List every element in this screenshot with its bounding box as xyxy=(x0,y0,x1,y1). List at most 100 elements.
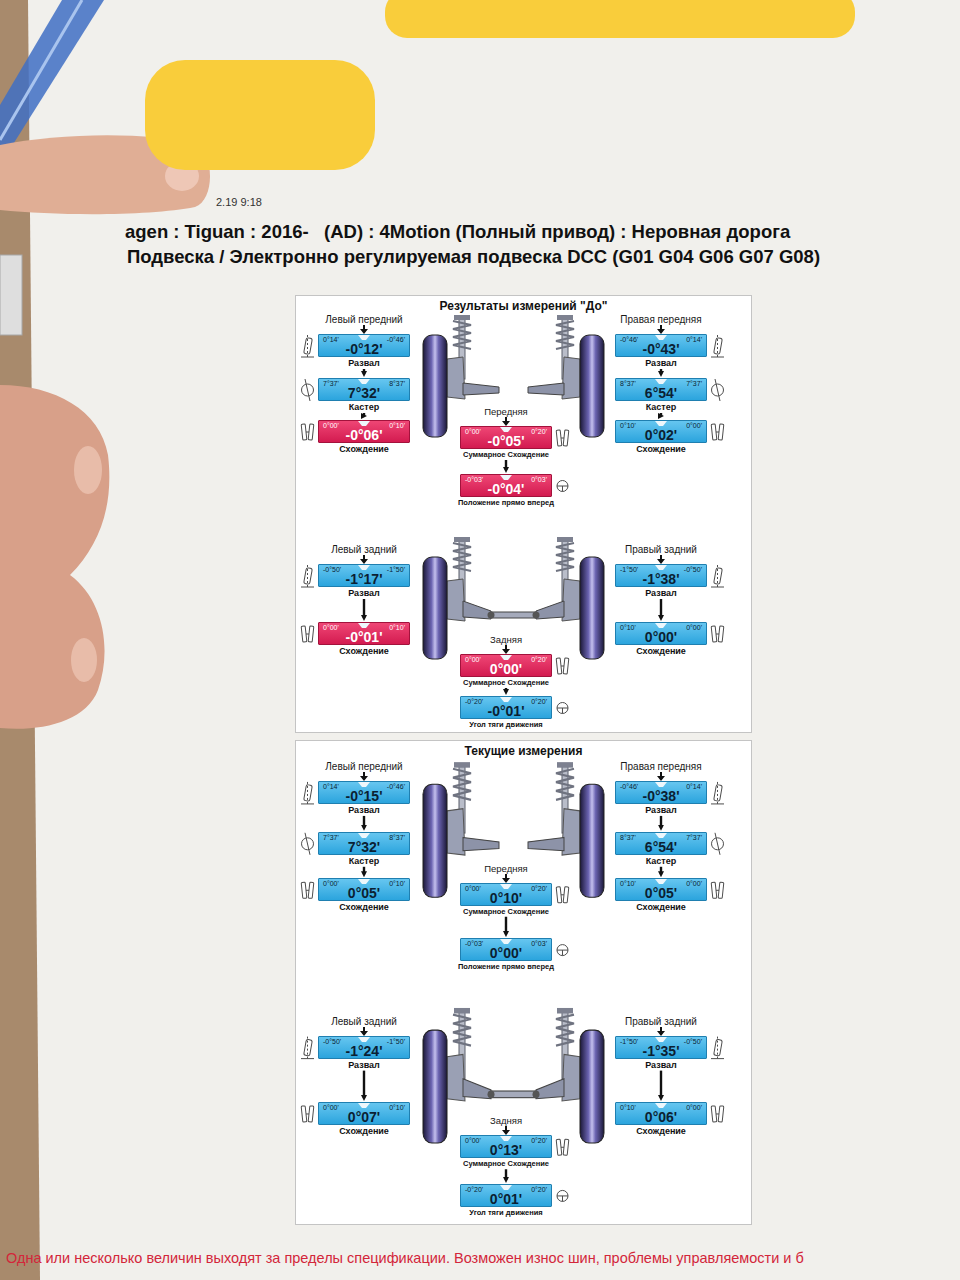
gauge-box: 7°37'8°37'7°32'Кастер xyxy=(318,378,410,412)
wheel-heading: Передняя xyxy=(484,863,528,874)
gauge-notch xyxy=(358,623,370,629)
range-max: -0°50' xyxy=(684,1038,702,1045)
gauge-notch xyxy=(655,782,667,788)
gauge-notch xyxy=(655,335,667,340)
spec-icon xyxy=(301,424,307,440)
parameter-name: Схождение xyxy=(339,902,389,912)
gauge-bar: 0°00'0°10'0°05' xyxy=(318,878,410,901)
rear-arms xyxy=(463,1079,564,1099)
spec-icon xyxy=(714,785,723,802)
gauge-notch xyxy=(655,782,667,787)
range-max: 0°00' xyxy=(686,1104,702,1111)
wheel-heading: Правый задний xyxy=(625,1016,697,1027)
gauge-box: Левый задний-0°50'-1°50'-1°24'Развал xyxy=(318,1016,410,1070)
measured-value: -0°12' xyxy=(323,343,405,356)
spec-icon xyxy=(306,890,309,891)
measured-value: -1°24' xyxy=(323,1045,405,1058)
front-arms xyxy=(463,383,564,395)
redaction-blob xyxy=(385,0,855,38)
parameter-name: Суммарное Схождение xyxy=(463,678,549,687)
pointer-arrow xyxy=(359,325,369,334)
range-min: -0°46' xyxy=(620,783,638,790)
pointer-arrow xyxy=(657,325,665,334)
range-max: 0°20' xyxy=(531,885,547,892)
gauge-box: Правая передняя-0°46'0°14'-0°43'Развал xyxy=(615,314,707,368)
range-min: -0°20' xyxy=(465,698,483,705)
pointer-arrow xyxy=(501,417,511,426)
spec-icon xyxy=(563,658,569,674)
gauge-bar: -0°03'0°03'0°00' xyxy=(460,938,552,961)
gauge-bar: -0°50' -1°50'-1°24' xyxy=(318,1036,410,1059)
pointer-arrow xyxy=(505,460,507,470)
gauge-notch xyxy=(655,1037,667,1043)
range-min: 0°10' xyxy=(620,624,636,631)
pointer-arrow xyxy=(505,688,507,692)
gauge-bar: 7°37'8°37'7°32' xyxy=(318,832,410,855)
gauge-notch xyxy=(358,833,370,838)
parameter-name: Положение прямо вперед xyxy=(458,498,554,507)
spec-icon xyxy=(563,887,569,903)
gauge-box: Правый задний-1°50'-0°50'-1°38'Развал xyxy=(615,544,707,598)
spec-icon xyxy=(562,708,563,714)
gauge-bar: 0°10'0°00'0°00' xyxy=(615,622,707,645)
spec-icon xyxy=(711,335,724,357)
warning-note: Одна или несколько величин выходят за пр… xyxy=(6,1250,804,1266)
wheel-heading: Правая передняя xyxy=(620,761,701,772)
measured-value: -0°05' xyxy=(465,435,547,448)
spec-icon xyxy=(557,945,568,956)
spec-icon xyxy=(301,782,314,804)
measured-value: 0°06' xyxy=(620,1111,702,1124)
range-max: 0°14' xyxy=(686,336,702,343)
measured-value: -0°43' xyxy=(620,343,702,356)
gauge-notch xyxy=(655,421,667,426)
pointer-arrow xyxy=(363,599,365,618)
spec-icon xyxy=(716,634,719,635)
spec-icon xyxy=(306,1113,309,1114)
gauge-notch xyxy=(500,475,512,481)
gauge-bar: 7°37'8°37'7°32' xyxy=(318,378,410,401)
range-max: -1°50' xyxy=(387,1038,405,1045)
gauge-bar: 0°00'0°10'-0°01' xyxy=(318,622,410,645)
gauge-notch xyxy=(655,565,667,571)
gauge-box: Левый передний0°14'-0°46'-0°12'Развал xyxy=(318,314,410,368)
spec-icon xyxy=(718,626,724,642)
spec-icon xyxy=(301,587,314,588)
range-min: -0°03' xyxy=(465,476,483,483)
gauge-notch xyxy=(358,623,370,628)
spec-icon xyxy=(714,1039,723,1056)
suspension-illustration xyxy=(423,315,604,659)
wheel-heading: Задняя xyxy=(490,634,522,645)
measured-value: 0°00' xyxy=(620,631,702,644)
parameter-name: Схождение xyxy=(339,444,389,454)
gauge-bar: -0°50'-1°50'-1°17' xyxy=(318,564,410,587)
spec-icon xyxy=(556,887,562,903)
range-max: 0°20' xyxy=(531,1137,547,1144)
measured-value: 0°00' xyxy=(465,663,547,676)
range-max: 0°20' xyxy=(531,698,547,705)
spec-icon xyxy=(711,587,724,588)
parameter-name: Суммарное Схождение xyxy=(463,907,549,916)
gauge-bar: -0°46'0°14'-0°38' xyxy=(615,781,707,804)
range-min: -0°50' xyxy=(323,1038,341,1045)
range-max: 0°10' xyxy=(389,624,405,631)
measured-value: 6°54' xyxy=(620,841,702,854)
spec-icons xyxy=(301,335,724,1201)
gauge-notch xyxy=(358,1103,370,1108)
spec-icon xyxy=(301,803,314,804)
pointer-arrow xyxy=(660,1071,662,1098)
gauge-bar: 0°10'0°00'0°06' xyxy=(615,1102,707,1125)
measurement-panel: Результаты измерений "До"Левый передний0… xyxy=(295,295,752,733)
gauge-notch xyxy=(500,1185,512,1191)
measured-value: 7°32' xyxy=(323,841,405,854)
parameter-name: Развал xyxy=(348,358,380,368)
gauge-notch xyxy=(500,655,512,661)
parameter-name: Развал xyxy=(645,1060,677,1070)
spec-icon xyxy=(715,833,720,855)
gauge-notch xyxy=(655,1103,667,1108)
pointer-arrow xyxy=(363,867,365,875)
front-axle xyxy=(423,315,604,437)
gauge-bar: -1°50'-0°50'-1°35' xyxy=(615,1036,707,1059)
gauge-box: 8°37'7°37'6°54'Кастер xyxy=(615,832,707,866)
range-max: 7°37' xyxy=(686,380,702,387)
spec-icon xyxy=(557,703,568,714)
